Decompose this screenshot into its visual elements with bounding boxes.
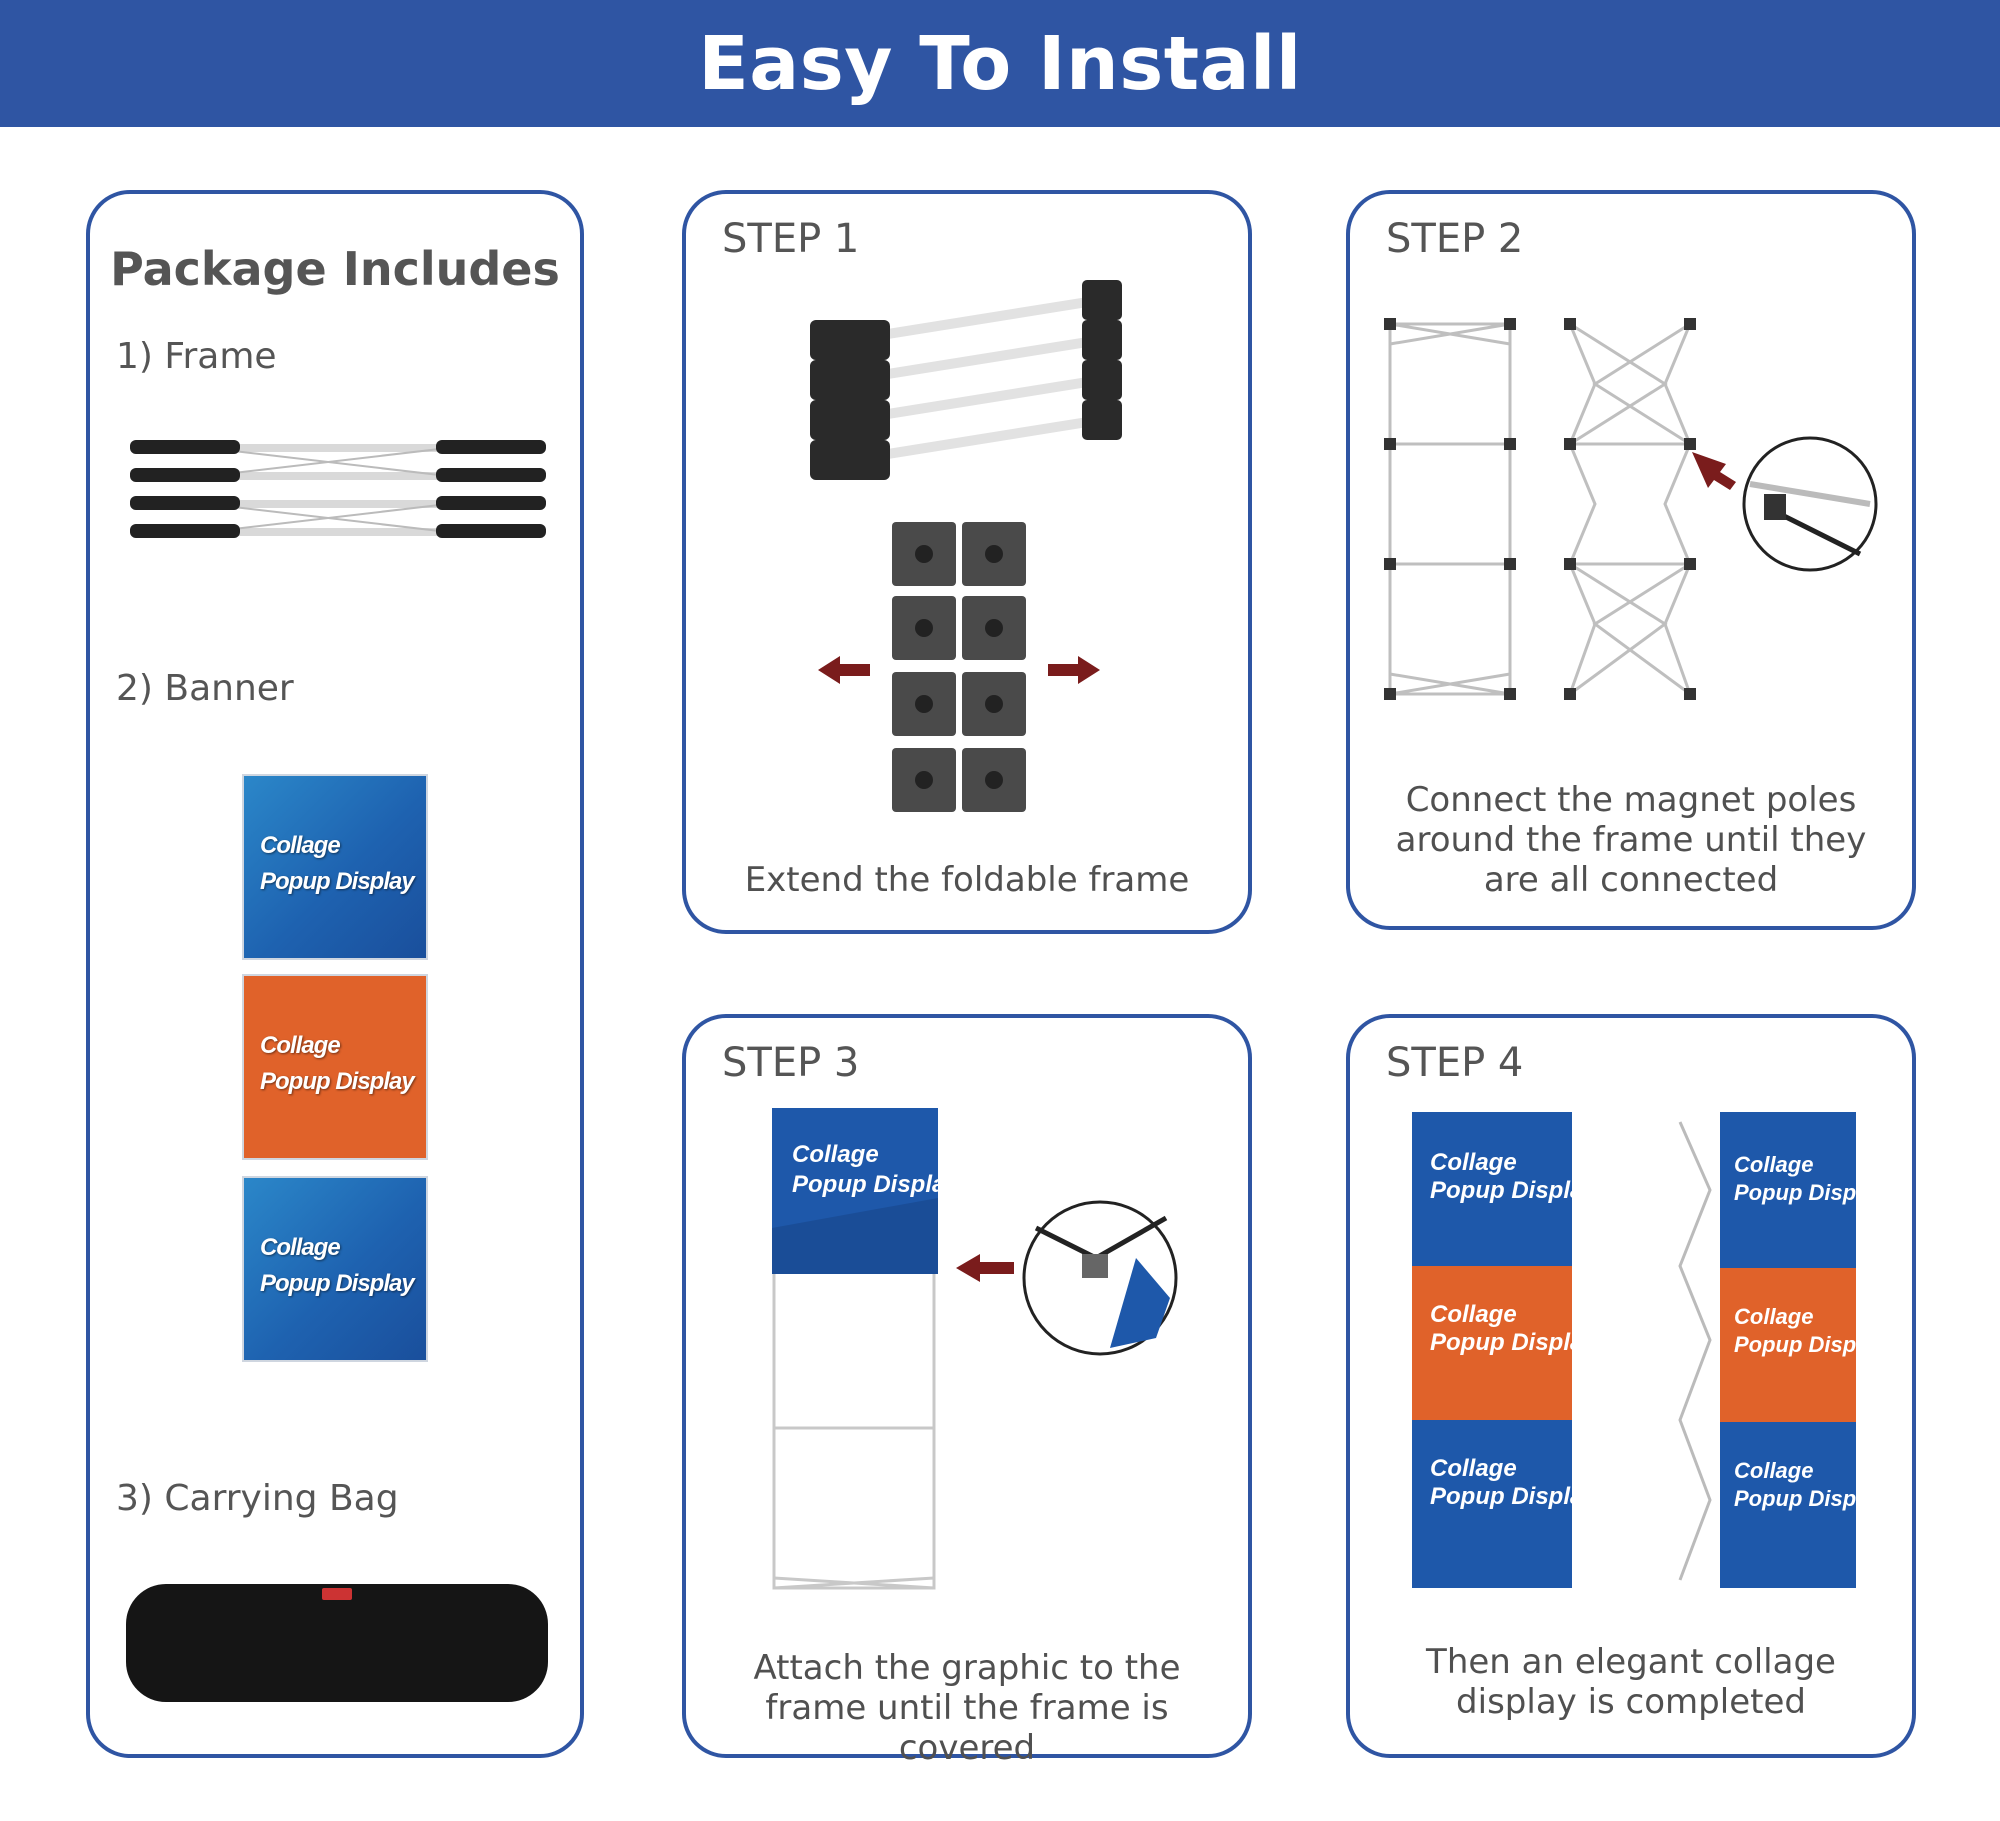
step-4-card: STEP 4 Collage Popup Display Collage Pop… bbox=[1346, 1014, 1916, 1758]
frame-with-graphic-image: Collage Popup Display bbox=[772, 1108, 1178, 1590]
package-title: Package Includes bbox=[110, 242, 560, 296]
panel-text-line2: Popup Display bbox=[1734, 1180, 1889, 1205]
panel-text-line1: Collage bbox=[1430, 1301, 1517, 1328]
panel-text-line1: Collage bbox=[1430, 1149, 1517, 1176]
step-1-title: STEP 1 bbox=[722, 216, 860, 262]
step-3-banner-line2: Popup Display bbox=[792, 1171, 960, 1198]
step-1-caption: Extend the foldable frame bbox=[696, 860, 1238, 900]
step-3-banner-line1: Collage bbox=[792, 1141, 879, 1168]
step-2-card: STEP 2 Connect t bbox=[1346, 190, 1916, 930]
banner-text-line2: Popup Display bbox=[260, 868, 415, 895]
panel-text-line1: Collage bbox=[1734, 1304, 1813, 1329]
caption-line: Extend the foldable frame bbox=[744, 860, 1190, 900]
panel-text-line1: Collage bbox=[1734, 1152, 1813, 1177]
panel-text-line1: Collage bbox=[1734, 1458, 1813, 1483]
caption-line: display is completed bbox=[1456, 1682, 1806, 1722]
header-bar: Easy To Install bbox=[0, 0, 2000, 127]
banner-text-line1: Collage bbox=[260, 1234, 341, 1261]
step-2-caption: Connect the magnet poles around the fram… bbox=[1360, 780, 1902, 900]
step-4-caption: Then an elegant collage display is compl… bbox=[1360, 1642, 1902, 1722]
completed-display-image: Collage Popup Display Collage Popup Disp… bbox=[1412, 1112, 1889, 1588]
step-3-title: STEP 3 bbox=[722, 1040, 860, 1086]
panel-text-line2: Popup Display bbox=[1734, 1486, 1889, 1511]
hub-blocks-image bbox=[818, 522, 1100, 812]
banner-text-line2: Popup Display bbox=[260, 1270, 415, 1297]
banner-text-line2: Popup Display bbox=[260, 1068, 415, 1095]
panel-text-line2: Popup Display bbox=[1430, 1329, 1598, 1356]
step-3-caption: Attach the graphic to the frame until th… bbox=[696, 1648, 1238, 1768]
banner-text-line1: Collage bbox=[260, 1032, 341, 1059]
caption-line: Attach the graphic to the bbox=[753, 1648, 1181, 1688]
caption-line: Then an elegant collage bbox=[1426, 1642, 1836, 1682]
folded-frame-image bbox=[130, 440, 546, 538]
folded-frame-stack-image bbox=[810, 280, 1122, 480]
package-item-banner: 2) Banner bbox=[116, 668, 294, 709]
caption-line: frame until the frame is covered bbox=[765, 1688, 1169, 1768]
package-item-frame: 1) Frame bbox=[116, 336, 277, 377]
caption-line: are all connected bbox=[1483, 860, 1779, 900]
panel-text-line1: Collage bbox=[1430, 1455, 1517, 1482]
expanded-frame-image bbox=[1384, 318, 1878, 700]
package-includes-card: Package Includes 1) Frame 2) Banner Coll… bbox=[86, 190, 584, 1758]
step-2-title: STEP 2 bbox=[1386, 216, 1524, 262]
banner-text-line1: Collage bbox=[260, 832, 341, 859]
step-3-card: STEP 3 Collage Popup Display Attach the … bbox=[682, 1014, 1252, 1768]
caption-line: Connect the magnet poles bbox=[1405, 780, 1857, 820]
panel-text-line2: Popup Display bbox=[1430, 1177, 1598, 1204]
package-item-bag: 3) Carrying Bag bbox=[116, 1478, 399, 1519]
step-1-card: STEP 1 bbox=[682, 190, 1252, 934]
caption-line: around the frame until they bbox=[1395, 820, 1867, 860]
panel-text-line2: Popup Display bbox=[1734, 1332, 1889, 1357]
page-title: Easy To Install bbox=[698, 20, 1302, 107]
panel-text-line2: Popup Display bbox=[1430, 1483, 1598, 1510]
carrying-bag-image bbox=[126, 1584, 548, 1702]
step-4-title: STEP 4 bbox=[1386, 1040, 1524, 1086]
